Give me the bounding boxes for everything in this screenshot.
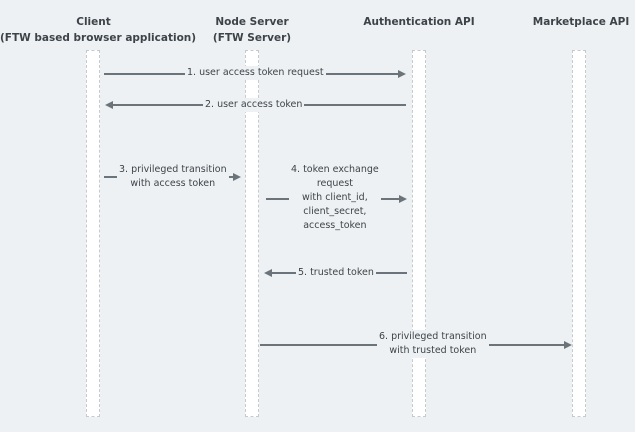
arrow-head: [233, 173, 241, 181]
message-label-3: 3. privileged transition with access tok…: [117, 163, 229, 191]
participant-name: Client: [76, 16, 111, 28]
participant-header-marketplace-api: Marketplace API: [531, 14, 631, 30]
lifeline-node-server: [245, 50, 259, 417]
participant-header-client: Client (FTW based browser application): [0, 14, 197, 46]
participant-subtitle: (FTW based browser application): [0, 32, 197, 44]
arrow-head: [564, 341, 572, 349]
participant-name: Marketplace API: [532, 16, 630, 28]
arrow-head: [398, 70, 406, 78]
arrow-head: [105, 101, 113, 109]
message-label-6: 6. privileged transition with trusted to…: [377, 330, 489, 358]
arrow-head: [264, 269, 272, 277]
lifeline-auth-api: [412, 50, 426, 417]
message-label-5: 5. trusted token: [296, 266, 376, 280]
message-label-2: 2. user access token: [203, 98, 305, 112]
participant-subtitle: (FTW Server): [212, 32, 292, 44]
message-label-1: 1. user access token request: [185, 66, 326, 80]
lifeline-marketplace-api: [572, 50, 586, 417]
arrow-head: [399, 195, 407, 203]
participant-header-auth-api: Authentication API: [356, 14, 482, 30]
participant-header-node-server: Node Server (FTW Server): [200, 14, 304, 46]
message-label-4: 4. token exchange request with client_id…: [289, 163, 381, 233]
lifeline-client: [86, 50, 100, 417]
participant-name: Authentication API: [363, 16, 475, 28]
participant-name: Node Server: [215, 16, 289, 28]
